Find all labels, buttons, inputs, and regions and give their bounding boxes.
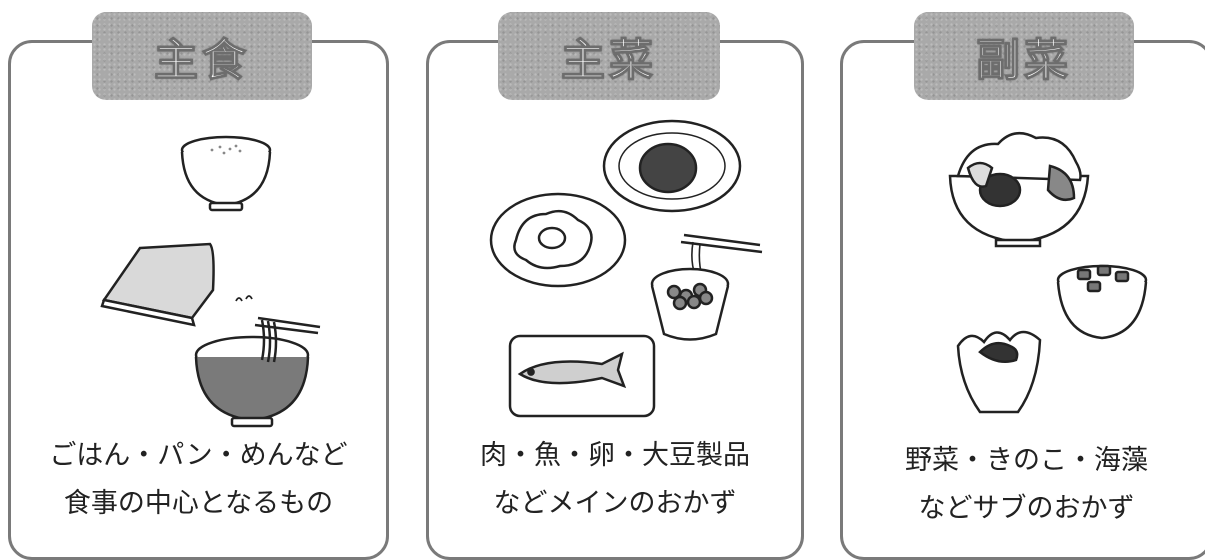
tab-side-dish: 副菜 — [914, 12, 1134, 100]
caption-line-2: などサブのおかず — [918, 493, 1135, 524]
side-dish-caption: 野菜・きのこ・海藻 などサブのおかず — [840, 437, 1205, 533]
caption-line-1: 肉・魚・卵・大豆製品 — [480, 440, 750, 471]
panel-title: 主菜 — [560, 34, 657, 86]
staple-food-caption: ごはん・パン・めんなど 食事の中心となるもの — [8, 432, 389, 528]
caption-line-1: ごはん・パン・めんなど — [49, 440, 348, 471]
caption-line-1: 野菜・きのこ・海藻 — [905, 445, 1148, 476]
panel-title: 副菜 — [975, 34, 1072, 86]
caption-line-2: などメインのおかず — [493, 488, 737, 519]
caption-line-2: 食事の中心となるもの — [63, 488, 334, 519]
tab-staple-food: 主食 — [92, 12, 312, 100]
panel-title: 主食 — [153, 34, 250, 86]
main-dish-caption: 肉・魚・卵・大豆製品 などメインのおかず — [426, 432, 804, 528]
tab-main-dish: 主菜 — [498, 12, 720, 100]
